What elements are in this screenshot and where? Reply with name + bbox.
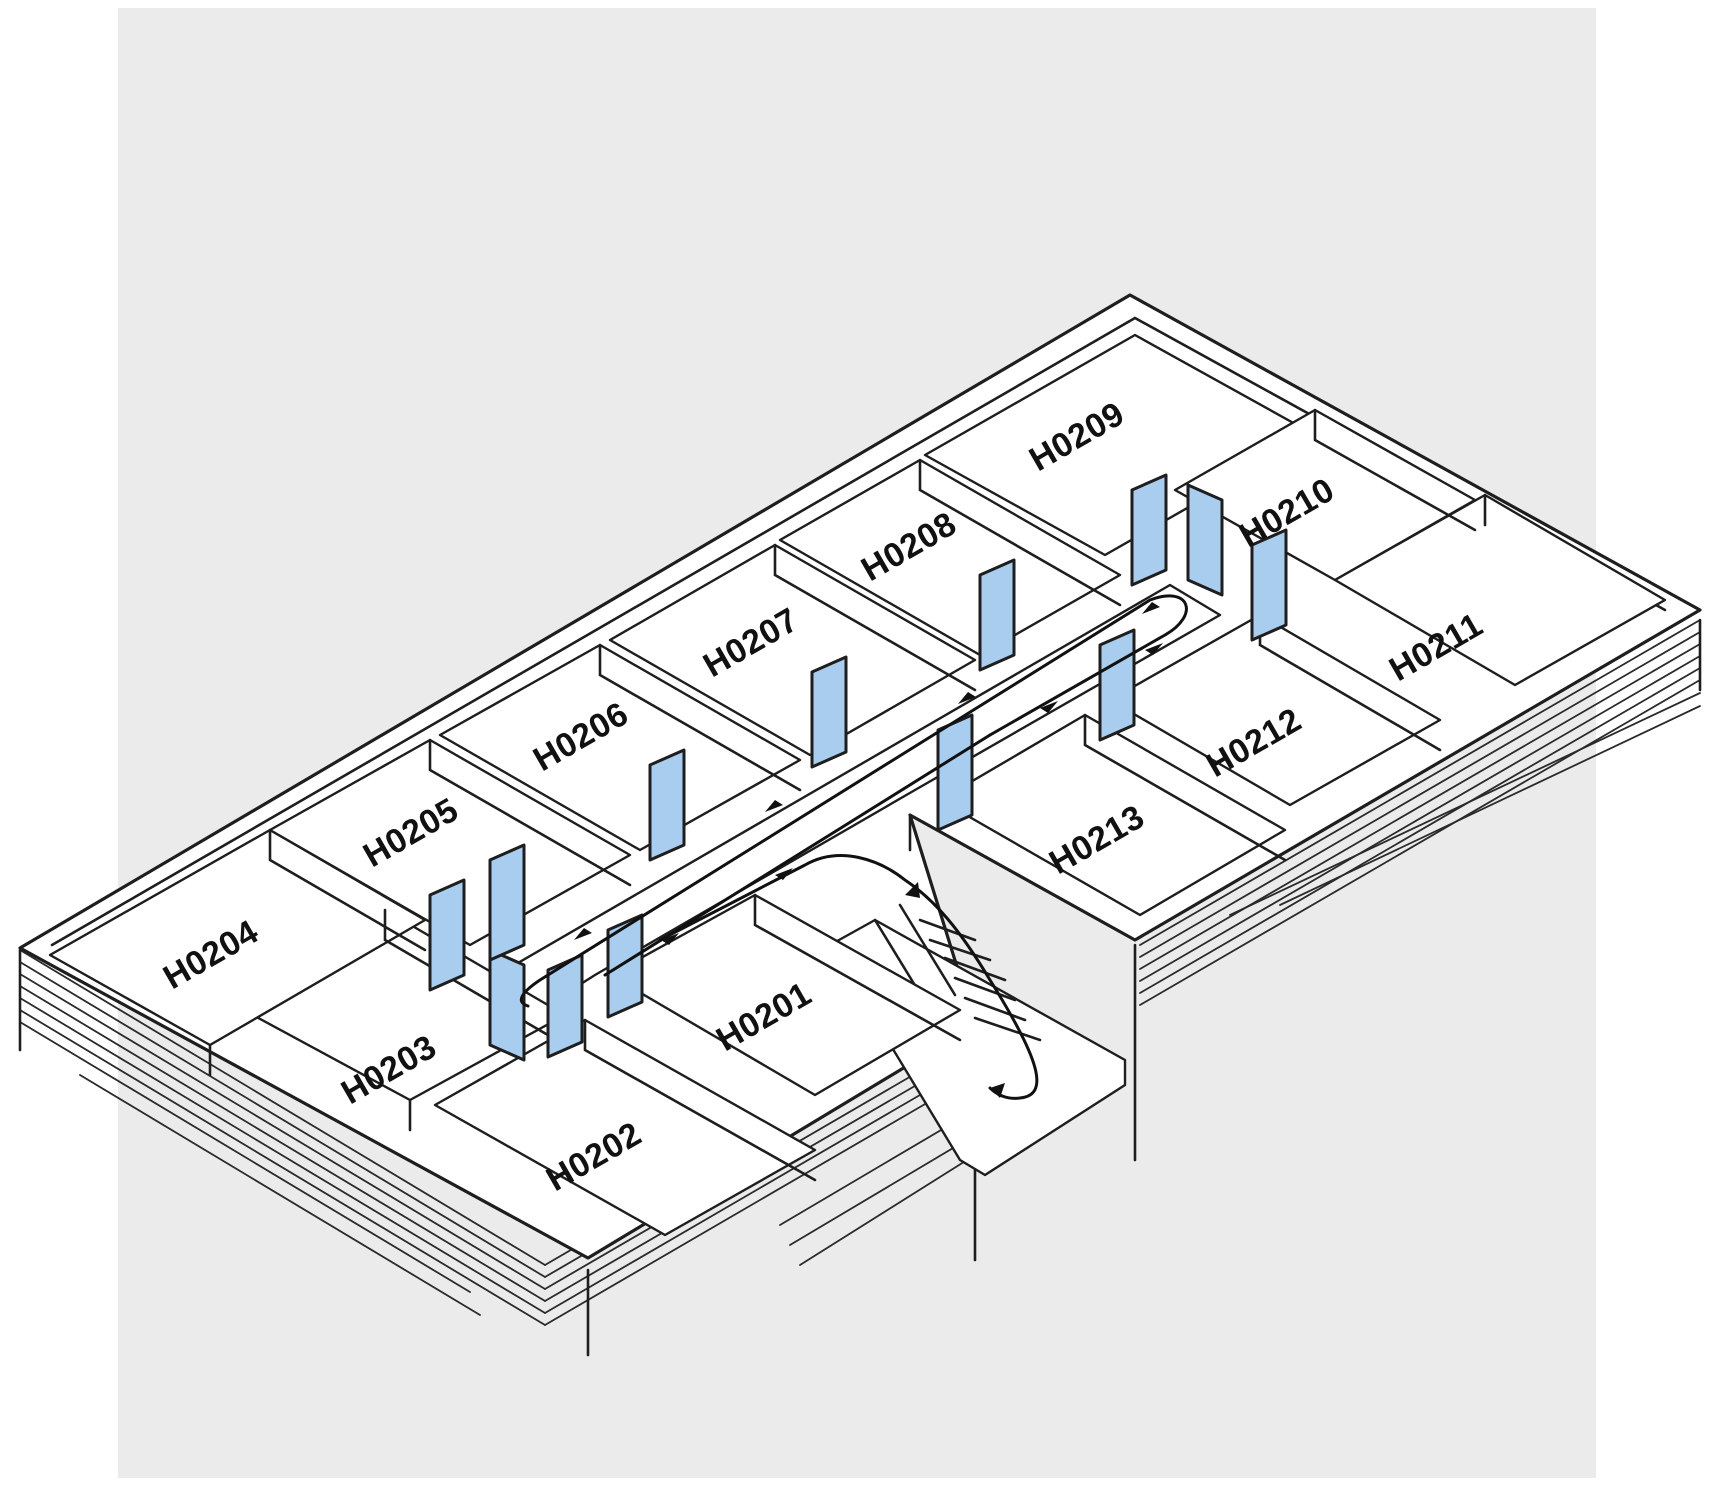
route-arrowhead: [1040, 701, 1058, 713]
route-arrowhead: [574, 928, 592, 940]
door-h0206: [648, 748, 686, 862]
route-arrowhead: [775, 868, 793, 880]
door-h0212: [1098, 628, 1136, 742]
route-arrowhead: [1145, 643, 1163, 655]
door-h0205: [488, 843, 526, 962]
room-h0211: [1333, 493, 1667, 687]
route-arrowhead: [905, 882, 920, 898]
route-arrowhead: [1142, 602, 1160, 614]
rooms: [48, 333, 1667, 1237]
door-h0213: [936, 713, 974, 832]
escape-route: [519, 594, 1188, 1100]
doors: [428, 473, 1288, 1062]
room-h0206: [438, 643, 802, 852]
room-h0213: [938, 713, 1287, 917]
door-h0210: [1186, 483, 1224, 597]
route-arrowhead: [661, 933, 679, 945]
door-h0208: [978, 558, 1016, 672]
route-arrowhead: [765, 800, 783, 812]
door-h0211: [1250, 528, 1288, 642]
room-h0207: [608, 543, 977, 757]
door-h0203: [488, 948, 526, 1062]
room-h0202: [433, 1018, 817, 1237]
door-h0209: [1130, 473, 1168, 587]
door-h0204: [428, 878, 466, 992]
door-h0201: [606, 913, 644, 1019]
room-h0205: [268, 738, 632, 947]
route-arrowhead: [990, 1083, 1005, 1098]
route-arrowhead: [958, 692, 976, 704]
room-h0201: [608, 893, 962, 1097]
room-h0208: [778, 458, 1122, 657]
room-h0212: [1108, 613, 1442, 807]
door-h0207: [810, 655, 848, 769]
